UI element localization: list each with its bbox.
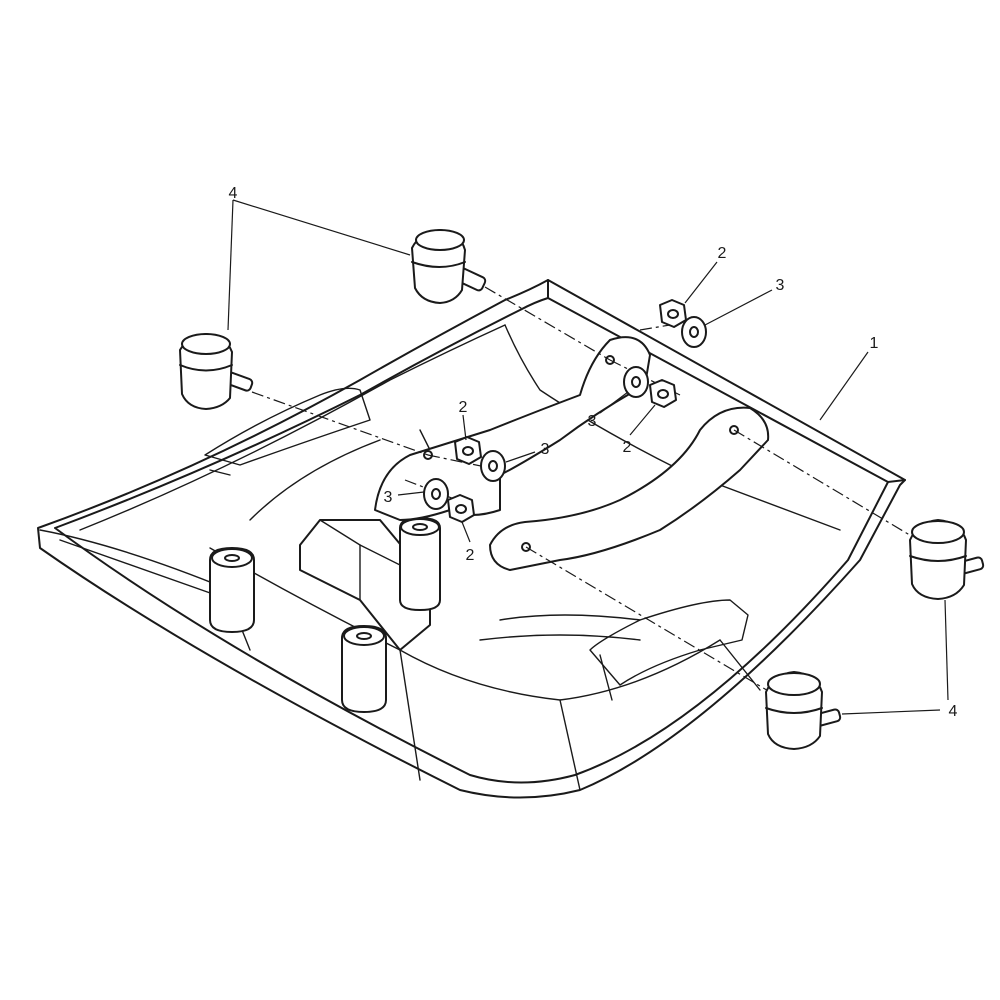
- callout-4-bottom-right: 4: [949, 703, 958, 720]
- callout-2-center-top: 2: [459, 399, 468, 416]
- washer-center-bottom: [423, 478, 449, 510]
- callout-2-mid-right: 2: [623, 439, 632, 456]
- callout-labels: 4 4 1 2 3 3 2 2 3 3 2: [229, 185, 958, 720]
- nut-top-rear: [659, 299, 687, 328]
- rubber-mount-right: [909, 519, 985, 600]
- callout-1: 1: [870, 335, 879, 352]
- rubber-mount-left: [179, 333, 254, 410]
- washer-mid-rear: [623, 366, 649, 398]
- callout-2-center-bottom: 2: [466, 547, 475, 564]
- callout-3-mid-right: 3: [588, 413, 597, 430]
- nut-center-top: [454, 436, 482, 465]
- washer-center-top: [480, 450, 506, 482]
- leader-lines: [227, 199, 949, 715]
- callout-2-top-right: 2: [718, 245, 727, 262]
- rubber-mount-front: [765, 671, 842, 750]
- tray-frame: [37, 279, 906, 799]
- callout-3-center-left: 3: [384, 489, 393, 506]
- nut-mid-rear: [649, 379, 677, 408]
- washer-top-rear: [681, 316, 707, 348]
- nut-center-bottom: [447, 494, 475, 523]
- callout-3-center-right: 3: [541, 441, 550, 458]
- callout-3-top-right: 3: [776, 277, 785, 294]
- callout-4-top-left: 4: [229, 185, 238, 202]
- rubber-mount-top: [411, 229, 487, 304]
